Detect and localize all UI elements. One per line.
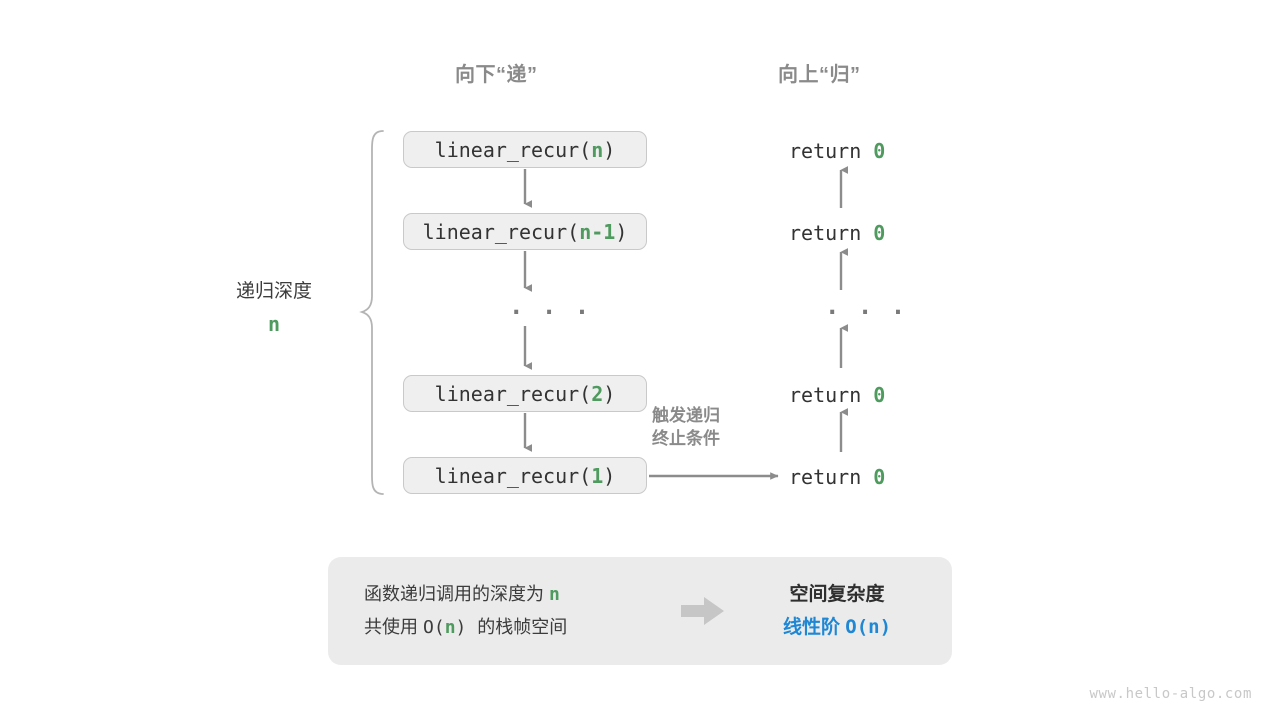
summary-line-2-bigo: O( [423,617,445,638]
depth-brace [359,130,384,495]
return-keyword: return [789,139,874,163]
call-frame: linear_recur(1) [403,457,647,494]
frame-paren-close: ) [603,463,616,488]
recursion-depth-value: n [267,312,281,336]
summary-line-2: 共使用 O(n) 的栈帧空间 [364,611,668,644]
base-case-label: 触发递归 终止条件 [652,404,720,451]
frame-argument: n-1 [579,219,616,244]
watermark: www.hello-algo.com [1089,686,1252,702]
summary-line-2-paren: ) [455,617,478,638]
summary-line-1: 函数递归调用的深度为 n [364,578,668,611]
complexity-order-name: 线性阶 [782,617,846,638]
summary-conclusion: 空间复杂度 线性阶 O(n) [738,578,952,645]
summary-line-2-text: 共使用 [364,617,424,637]
summary-box: 函数递归调用的深度为 n 共使用 O(n) 的栈帧空间 空间复杂度 线性阶 O(… [328,557,952,665]
ellipsis-descend: · · · [509,298,592,326]
frame-paren-close: ) [603,381,616,406]
return-keyword: return [789,465,874,489]
summary-line-1-text: 函数递归调用的深度为 [364,583,549,604]
frame-fn-name: linear_recur( [434,137,592,162]
return-value: 0 [873,221,886,245]
return-value: 0 [873,383,886,407]
frame-argument: n [591,137,604,162]
frame-fn-name: linear_recur( [422,219,580,244]
complexity-value: 线性阶 O(n) [738,611,936,644]
recursion-depth-label: 递归深度 n [196,282,352,334]
summary-description: 函数递归调用的深度为 n 共使用 O(n) 的栈帧空间 [328,578,668,645]
frame-argument: 1 [591,463,604,488]
column-header-descend: 向下“递” [455,64,538,86]
call-frame: linear_recur(n) [403,131,647,168]
return-keyword: return [789,221,874,245]
frame-fn-name: linear_recur( [434,463,592,488]
base-case-line-1: 触发递归 [652,406,720,425]
summary-line-2-tail: 的栈帧空间 [477,617,568,637]
call-frame: linear_recur(n-1) [403,213,647,250]
right-arrow-icon [668,595,738,627]
frame-paren-close: ) [603,137,616,162]
frame-argument: 2 [591,381,604,406]
return-statement: return 0 [789,221,885,245]
recursion-depth-text: 递归深度 [235,281,312,302]
return-value: 0 [873,139,886,163]
summary-line-2-var: n [444,617,456,638]
column-header-ascend: 向上“归” [778,64,861,86]
return-keyword: return [789,383,874,407]
return-value: 0 [873,465,886,489]
frame-paren-close: ) [615,219,628,244]
ellipsis-ascend: · · · [825,298,908,326]
return-statement: return 0 [789,465,885,489]
return-statement: return 0 [789,383,885,407]
frame-fn-name: linear_recur( [434,381,592,406]
summary-line-1-var: n [549,583,560,605]
right-arrow-icon-glyph [681,597,724,625]
complexity-title: 空间复杂度 [789,583,885,605]
call-frame: linear_recur(2) [403,375,647,412]
return-statement: return 0 [789,139,885,163]
base-case-line-2: 终止条件 [652,429,720,449]
complexity-big-o: O(n) [845,616,892,638]
